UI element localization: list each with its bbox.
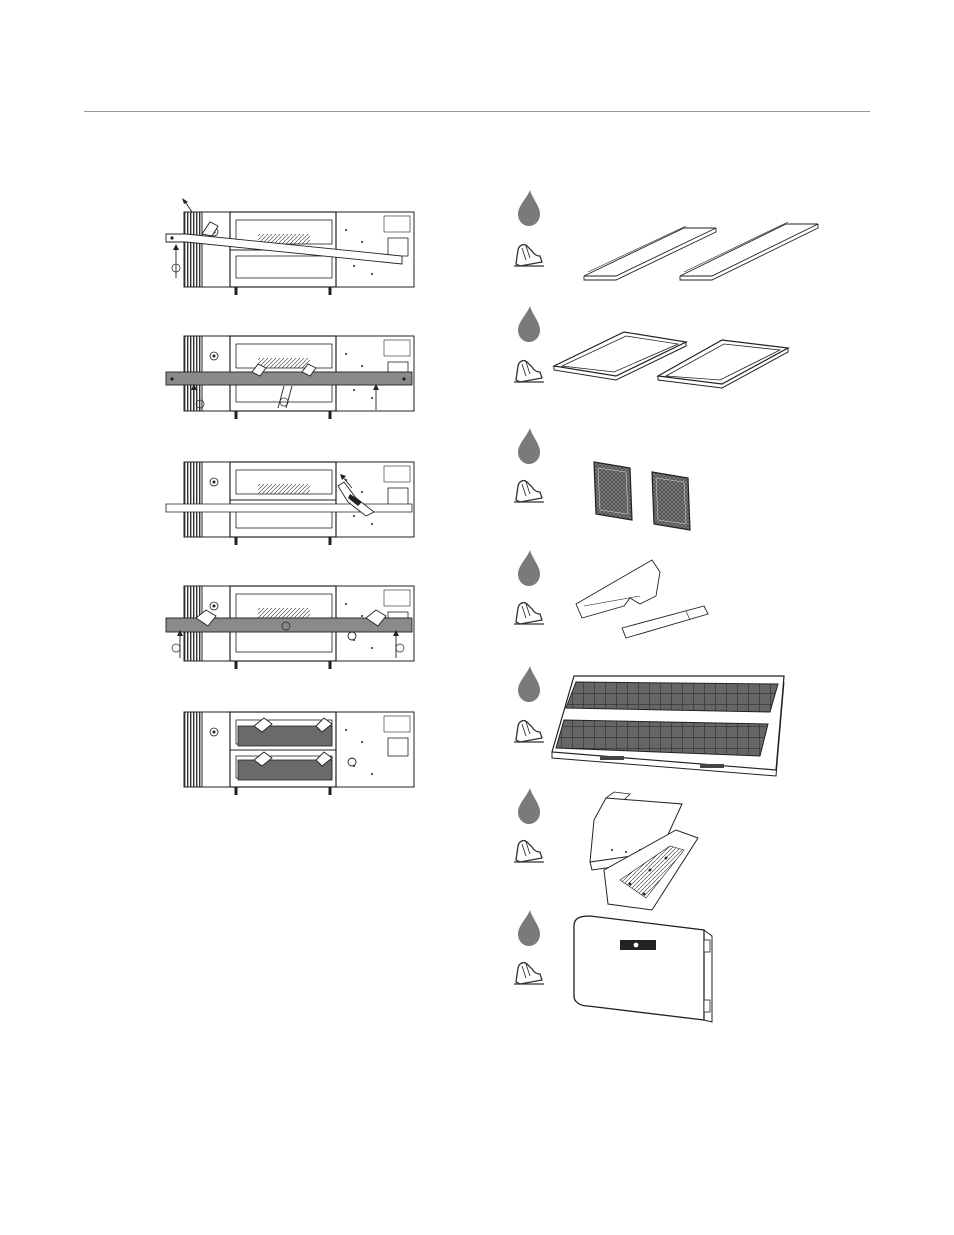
water-drop-icon	[518, 666, 540, 702]
hand-wash-icon	[514, 245, 544, 266]
parts-row-conveyor-belt	[514, 666, 784, 776]
parts-row-end-plugs	[514, 550, 708, 638]
water-drop-icon	[518, 306, 540, 342]
water-drop-icon	[518, 190, 540, 226]
conveyor-belt	[552, 676, 784, 776]
parts-row-front-door	[514, 910, 712, 1022]
parts-row-air-fingers	[514, 788, 698, 910]
mesh-filter-left	[594, 462, 632, 520]
water-drop-icon	[518, 428, 540, 464]
water-drop-icon	[518, 788, 540, 824]
water-drop-icon	[518, 550, 540, 586]
end-plug-large	[576, 560, 660, 618]
end-plug-small	[622, 606, 708, 638]
hand-wash-icon	[514, 841, 544, 862]
front-door	[574, 916, 712, 1022]
hand-wash-icon	[514, 361, 544, 382]
parts-row-crumb-trays	[514, 190, 818, 280]
mesh-filter-right	[652, 472, 690, 530]
hand-wash-icon	[514, 721, 544, 742]
parts-row-conveyor-frames	[514, 306, 788, 388]
water-drop-icon	[518, 910, 540, 946]
frame-right	[658, 340, 788, 388]
hand-wash-icon	[514, 481, 544, 502]
parts-row-mesh-filters	[514, 428, 690, 530]
hand-wash-icon	[514, 603, 544, 624]
hand-wash-icon	[514, 963, 544, 984]
